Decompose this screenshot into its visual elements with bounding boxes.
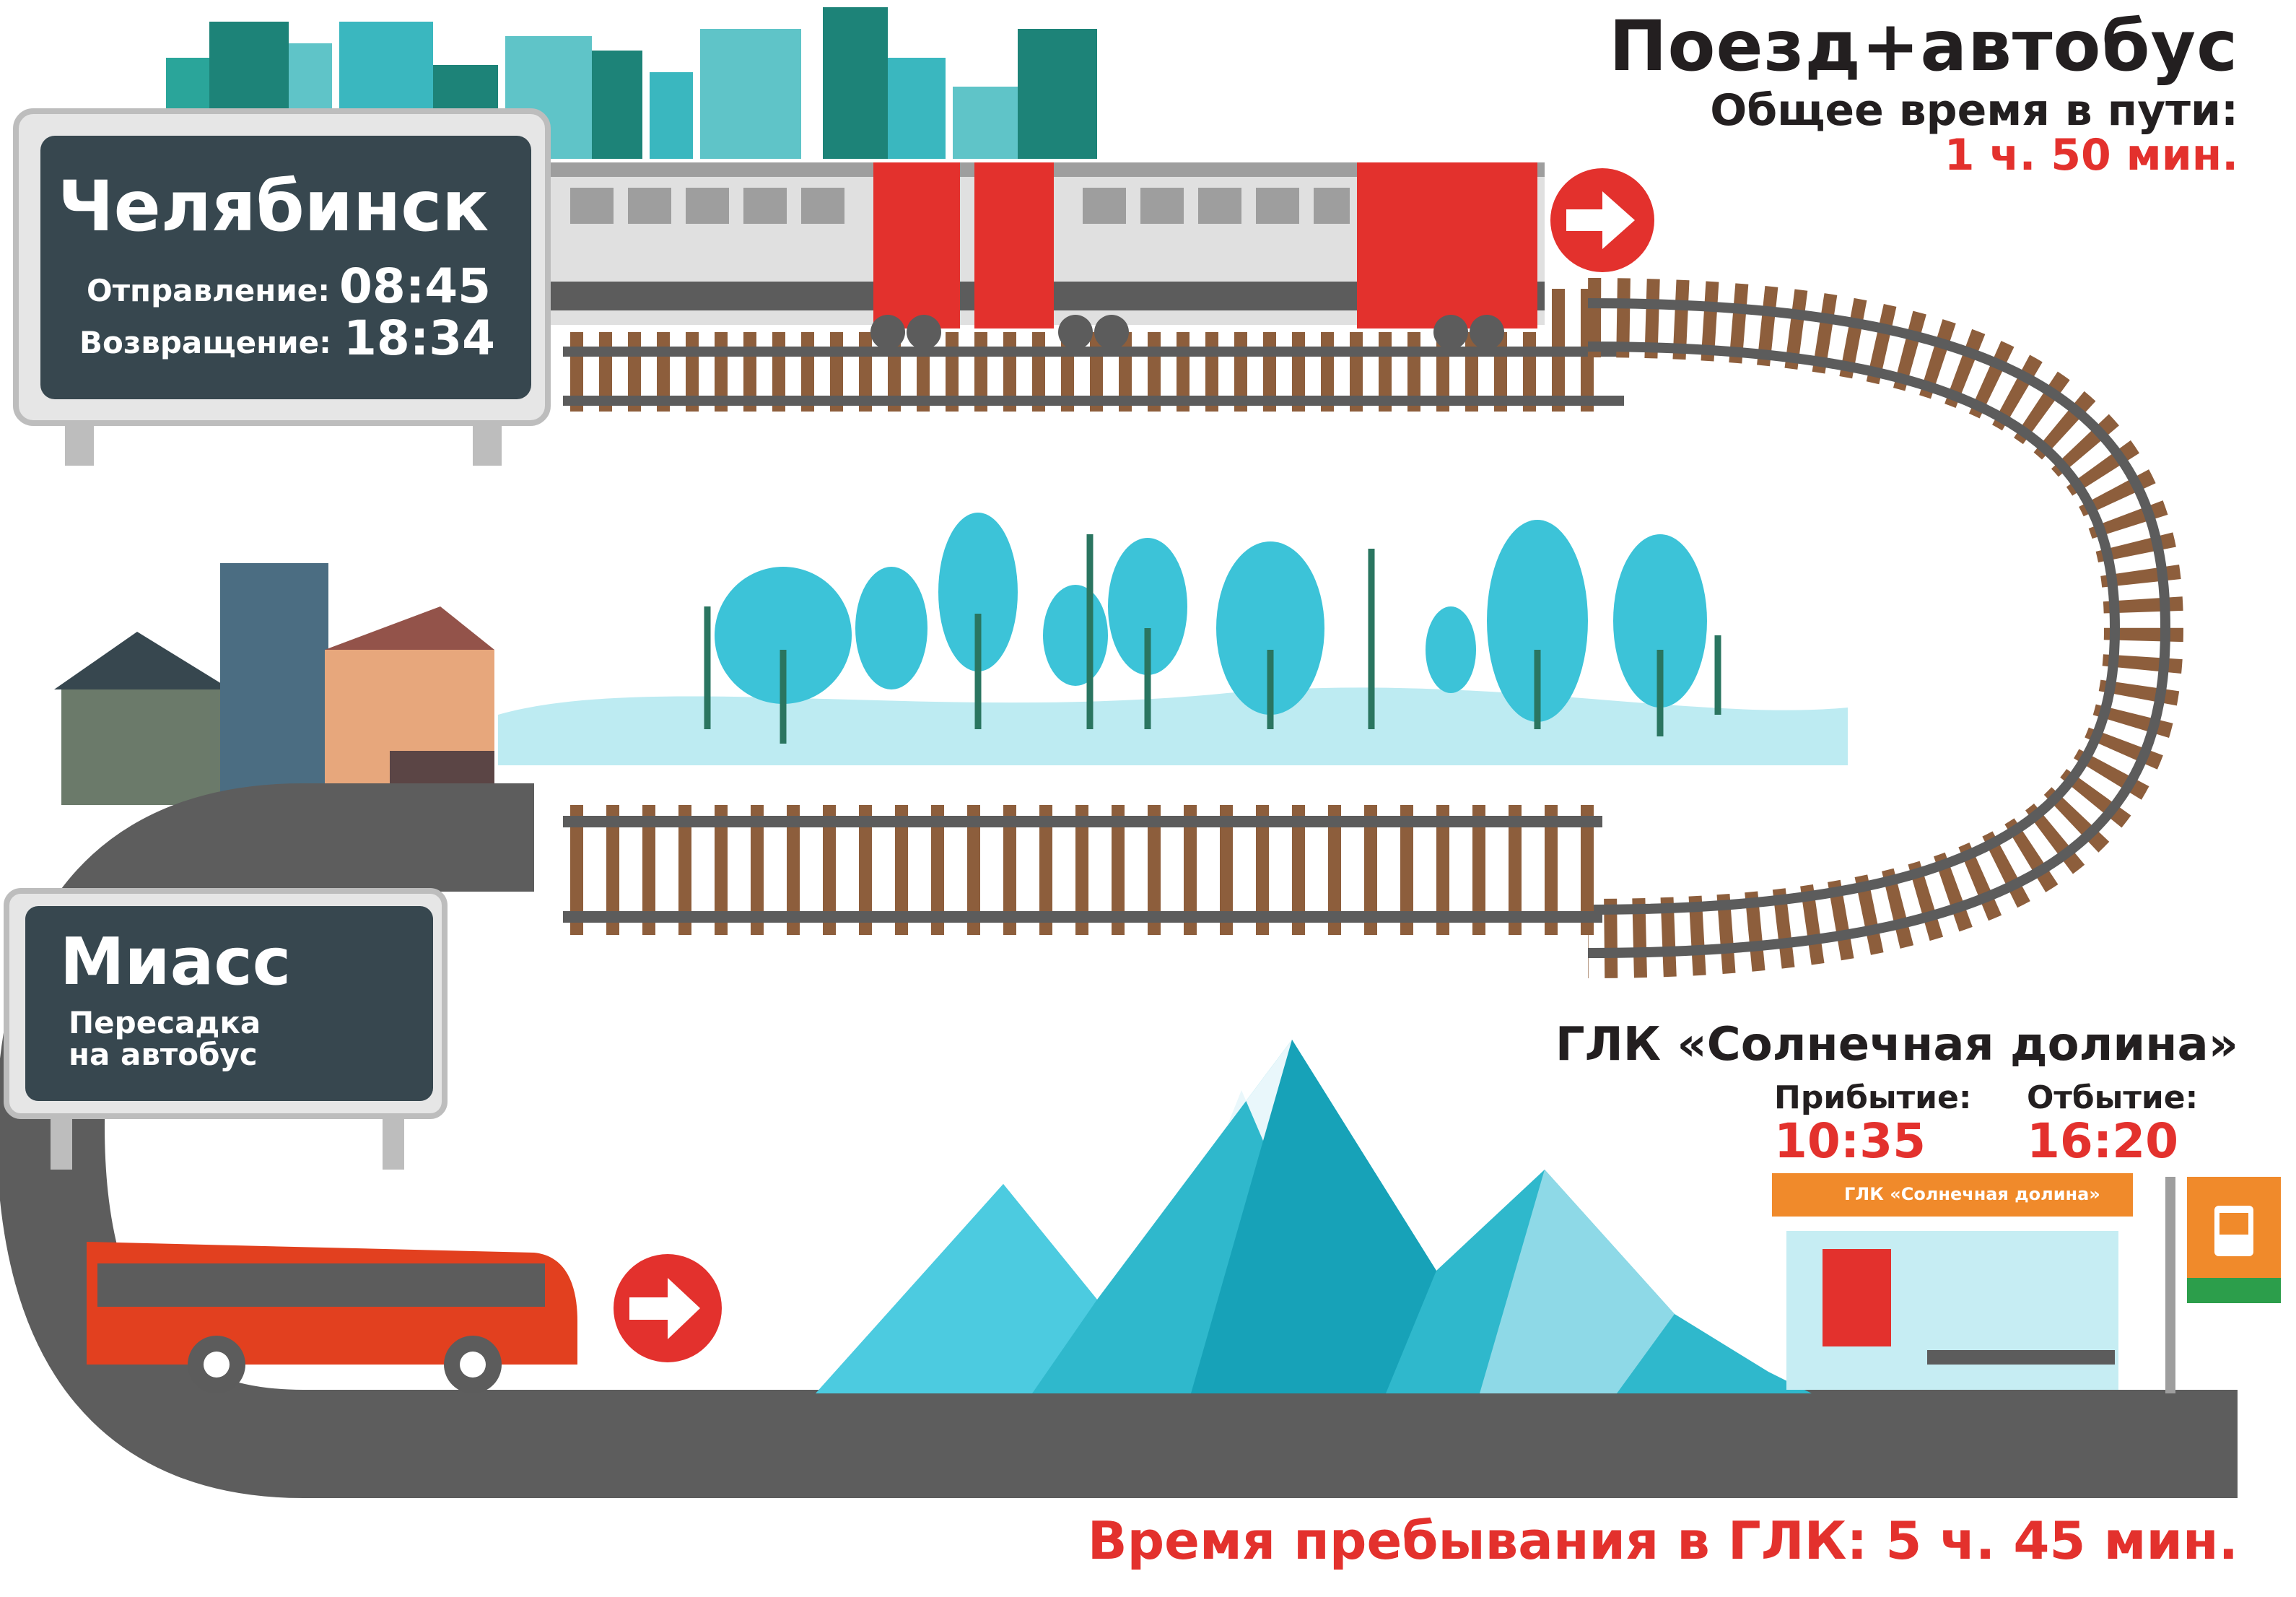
rail-track-bottom xyxy=(563,805,1602,935)
origin-city: Челябинск xyxy=(58,166,489,247)
resort-departure-label: Отбытие: xyxy=(2027,1079,2199,1116)
arrow-right-icon xyxy=(614,1254,722,1362)
transfer-city: Миасс xyxy=(60,924,292,1000)
rail-track-curve xyxy=(1587,278,2184,978)
sign-panel xyxy=(40,136,531,399)
total-travel-time: 1 ч. 50 мин. xyxy=(1944,130,2238,180)
sign-post xyxy=(473,426,502,466)
transfer-note-line1: Пересадка xyxy=(69,1005,261,1040)
arrow-right-icon xyxy=(1550,168,1654,272)
stay-duration: Время пребывания в ГЛК: 5 ч. 45 мин. xyxy=(1087,1510,2238,1571)
mountains-illustration xyxy=(816,1040,1812,1393)
total-travel-label: Общее время в пути: xyxy=(1710,85,2238,136)
sign-post xyxy=(65,426,94,466)
transfer-sign: Миасс Пересадка на автобус xyxy=(4,888,448,1119)
page-title: Поезд+автобус xyxy=(1609,6,2238,87)
train-icon xyxy=(549,162,1545,349)
departure-time: 08:45 xyxy=(339,258,492,314)
bus-stop-sign-text: ГЛК «Солнечная долина» xyxy=(1844,1184,2100,1204)
resort-departure-time: 16:20 xyxy=(2027,1113,2179,1169)
transfer-note-line2: на автобус xyxy=(69,1037,258,1072)
origin-sign: Челябинск Отправление: 08:45 Возвращение… xyxy=(13,108,551,426)
road-straight xyxy=(707,1393,2238,1494)
bus-stop-icon xyxy=(2165,1177,2281,1393)
arrival-time: 10:35 xyxy=(1774,1113,1926,1169)
bus-shelter xyxy=(1772,1173,2133,1390)
bus-icon xyxy=(87,1242,577,1393)
sign-panel xyxy=(25,906,433,1101)
return-time: 18:34 xyxy=(344,310,496,366)
arrival-label: Прибытие: xyxy=(1774,1079,1972,1116)
return-label: Возвращение: xyxy=(79,325,331,360)
resort-name: ГЛК «Солнечная долина» xyxy=(1555,1018,2238,1071)
departure-label: Отправление: xyxy=(87,273,331,308)
sign-post xyxy=(383,1119,404,1170)
town-buildings xyxy=(54,563,494,823)
forest-illustration xyxy=(498,513,1848,765)
sign-post xyxy=(51,1119,72,1170)
